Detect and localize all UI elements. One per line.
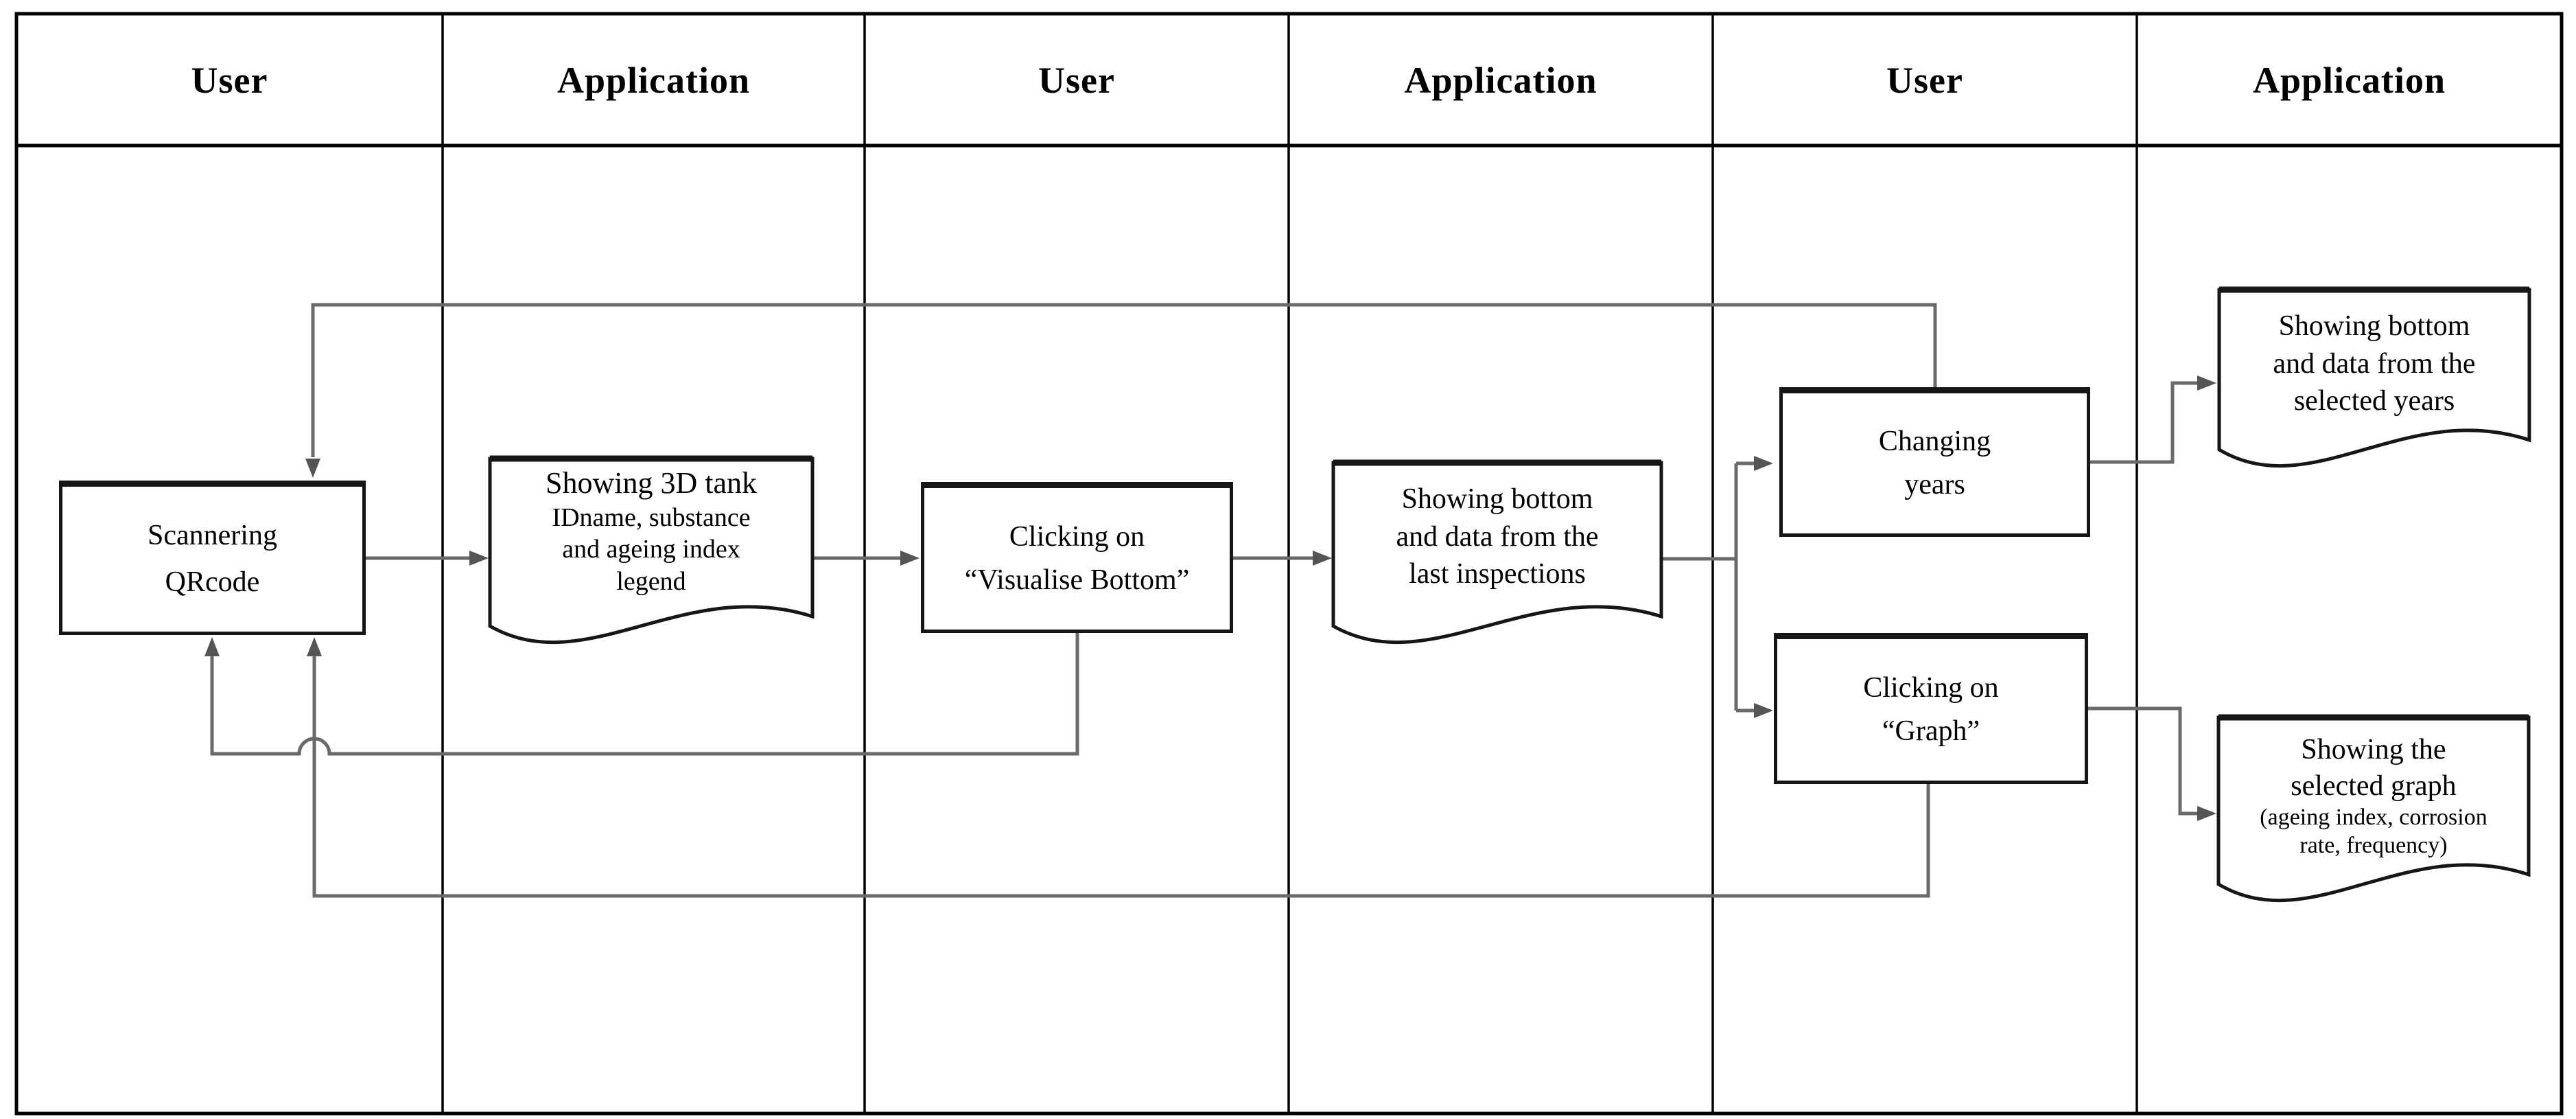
node-text-line: selected graph [2291,770,2457,802]
node-text-line: “Graph” [1882,715,1980,747]
node-scannering-qrcode: Scannering QRcode [59,481,366,635]
arrowhead-icon [305,459,320,478]
doc-shape-lastinspections [1331,461,1663,645]
node-text-line: Clicking on [1009,521,1145,553]
doc-shape-selectedgraph [2216,715,2531,903]
arrowhead-icon [2197,376,2216,391]
node-clicking-visualise-bottom: Clicking on “Visualise Bottom” [921,482,1233,633]
arrowhead-icon [900,551,920,566]
edge-clickvisualise-to-scan [210,633,1079,756]
node-text-line: and ageing index [562,535,740,564]
node-text-line: Showing bottom [1401,483,1593,515]
node-text-line: selected years [2293,385,2455,417]
lane-header-user-2: User [865,15,1289,146]
lane-header-label: User [191,60,268,101]
node-showing-3d-tank: Showing 3D tank IDname, substance and ag… [490,464,812,597]
lane-header-label: Application [2252,60,2446,101]
arrowhead-icon [1754,456,1773,471]
node-text-line: Showing 3D tank [546,466,757,500]
node-text-line: last inspections [1409,558,1586,590]
swimlane-grid [14,12,2564,1116]
connectors [210,303,2197,898]
lane-header-user-1: User [16,15,443,146]
node-text-line: and data from the [1396,520,1599,553]
node-text-line: (ageing index, corrosion [2260,805,2487,830]
lane-header-label: User [1038,60,1115,101]
lane-header-application-2: Application [1289,15,1713,146]
node-text-line: Showing the [2301,734,2446,765]
arrowheads [204,376,2216,821]
edge-changingyears-to-selectedyears [2090,381,2197,464]
lane-header-label: Application [1404,60,1597,101]
edge-clickgraph-to-scan [312,655,1930,898]
arrowhead-icon [2197,806,2216,821]
node-text-line: and data from the [2273,347,2476,380]
node-showing-bottom-last-inspections: Showing bottom and data from the last in… [1333,481,1661,593]
lane-header-application-1: Application [443,15,865,146]
node-changing-years: Changing years [1779,387,2090,537]
node-text-line: Showing bottom [2278,310,2470,342]
node-text-line: legend [616,566,686,596]
node-text-line: “Visualise Bottom” [964,564,1190,596]
arrowhead-icon [307,637,322,656]
lane-header-application-3: Application [2137,15,2562,146]
node-text-line: Scannering [148,520,277,552]
arrowhead-icon [1313,551,1332,566]
node-text-line: years [1904,469,1965,500]
arrowhead-icon [1754,703,1773,718]
document-shapes [488,286,2531,903]
edge-clickgraph-to-selectedgraph [2088,706,2197,816]
node-text-line: IDname, substance [552,503,751,532]
doc-shape-selectedyears [2217,288,2531,468]
arrowhead-icon [469,551,489,566]
edge-changingyears-to-scan [311,303,1937,457]
node-showing-bottom-selected-years: Showing bottom and data from the selecte… [2219,308,2529,420]
doc-shape-show3d [488,457,815,645]
node-text-line: Changing [1878,426,1991,457]
arrowhead-icon [204,637,220,656]
lane-header-user-3: User [1713,15,2137,146]
lane-header-label: Application [557,60,751,101]
edge-lastinspections-branch [1661,461,1754,713]
node-text-line: rate, frequency) [2299,832,2448,858]
node-text-line: QRcode [165,566,260,598]
node-text-line: Clicking on [1863,672,1999,704]
node-clicking-graph: Clicking on “Graph” [1774,633,2088,784]
lane-header-label: User [1886,60,1963,101]
node-showing-selected-graph: Showing the selected graph (ageing index… [2218,732,2529,860]
